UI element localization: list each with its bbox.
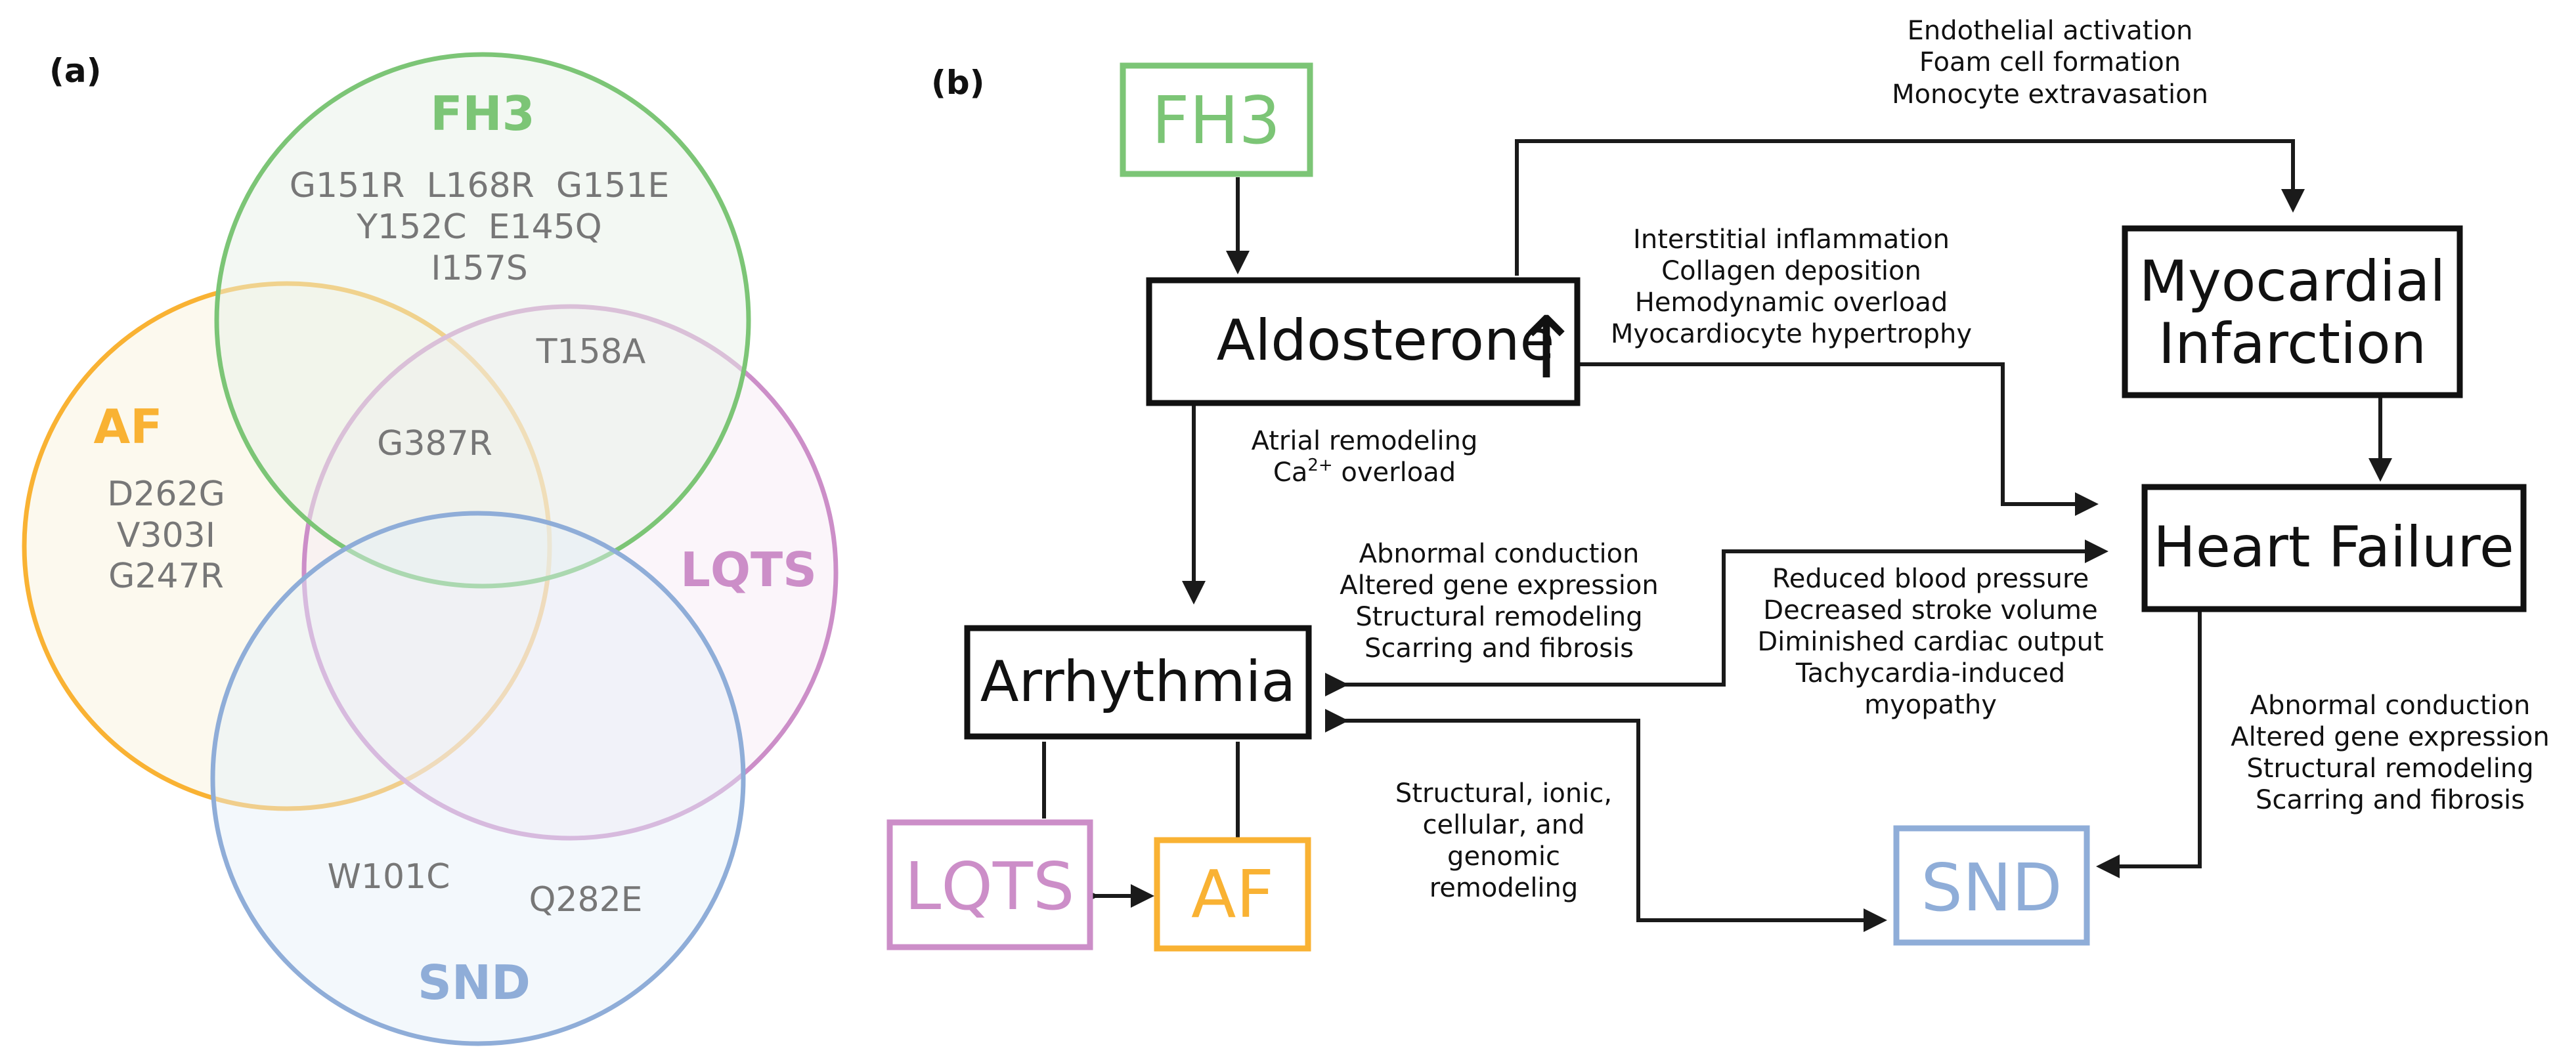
annotation-abnormal-left: Abnormal conduction Altered gene express… — [1340, 539, 1659, 664]
venn-title-fh3: FH3 — [430, 86, 535, 141]
annotation-line: Myocardiocyte hypertrophy — [1611, 319, 1972, 349]
panel-b-diagram: (b) FH3 Aldosterone ↑ Myocard — [886, 16, 2550, 952]
node-heart-failure: Heart Failure — [2141, 484, 2527, 612]
node-lqts: LQTS — [886, 819, 1093, 950]
mutation-text: Y152C E145Q — [356, 207, 601, 247]
node-fh3-label: FH3 — [1152, 82, 1280, 159]
node-arrhythmia-label: Arrhythmia — [980, 649, 1296, 715]
node-aldosterone: Aldosterone ↑ — [1146, 277, 1583, 406]
annotation-line: Interstitial inflammation — [1633, 224, 1950, 255]
annotation-line: Scarring and fibrosis — [2256, 785, 2525, 815]
annotation-endothelial: Endothelial activation Foam cell formati… — [1892, 16, 2208, 110]
annotation-line: Diminished cardiac output — [1757, 627, 2103, 657]
annotation-line: Structural remodeling — [1355, 602, 1642, 632]
arrow-aldosterone-mi — [1515, 139, 2305, 276]
panel-b-label: (b) — [931, 64, 985, 102]
connectors — [1042, 139, 2392, 932]
annotation-line: Scarring and fibrosis — [1364, 633, 1634, 664]
arrow-aldosterone-hf — [1577, 362, 2099, 516]
region-fh3-only: G151R L168R G151E Y152C E145Q I157S — [290, 166, 670, 288]
annotation-line: Structural, ionic, — [1395, 778, 1612, 809]
annotation-line: Decreased stroke volume — [1763, 595, 2097, 626]
annotation-line: Monocyte extravasation — [1892, 79, 2208, 110]
venn-circle-fh3 — [214, 52, 751, 589]
node-aldosterone-label: Aldosterone — [1217, 308, 1555, 373]
annotation-line: Hemodynamic overload — [1635, 287, 1948, 318]
annotation-atrial-remodeling: Atrial remodeling Ca2+ overload — [1252, 426, 1478, 488]
annotation-line: Endothelial activation — [1908, 16, 2193, 46]
annotation-line: Altered gene expression — [1340, 570, 1659, 601]
node-snd-label: SND — [1921, 849, 2062, 926]
venn-circle-snd — [210, 511, 746, 1046]
arrow-hf-snd — [2096, 612, 2202, 878]
annotation-line: Collagen deposition — [1661, 256, 1921, 286]
arrow-arrhythmia-hf-bidirectional — [1325, 540, 2108, 696]
region-af-only: D262G V303I G247R — [107, 475, 225, 596]
annotation-abnormal-right: Abnormal conduction Altered gene express… — [2231, 690, 2550, 815]
annotation-line: remodeling — [1430, 873, 1579, 903]
node-lqts-label: LQTS — [905, 848, 1075, 925]
annotation-line: Abnormal conduction — [1359, 539, 1640, 569]
node-mi-line1: Myocardial — [2139, 249, 2446, 314]
mutation-text: Q282E — [529, 880, 642, 920]
mutation-text: G387R — [377, 424, 492, 463]
annotation-line: Altered gene expression — [2231, 722, 2550, 752]
annotation-line: cellular, and — [1423, 810, 1585, 840]
panel-a-venn: (a) FH3 AF LQTS SND G151R L168R G151E Y1… — [22, 52, 839, 1046]
annotation-line: Foam cell formation — [1919, 47, 2181, 77]
node-heart-failure-label: Heart Failure — [2153, 515, 2514, 580]
annotation-reduced: Reduced blood pressure Decreased stroke … — [1757, 564, 2103, 720]
node-af: AF — [1154, 837, 1311, 952]
annotation-line: Abnormal conduction — [2250, 690, 2531, 721]
venn-title-lqts: LQTS — [680, 542, 817, 597]
mutation-text: V303I — [117, 516, 215, 555]
mutation-text: G247R — [108, 557, 224, 596]
mutation-text: T158A — [536, 332, 646, 372]
node-myocardial-infarction: Myocardial Infarction — [2122, 225, 2463, 398]
annotation-line: Tachycardia-induced — [1795, 658, 2065, 689]
venn-title-snd: SND — [418, 955, 531, 1010]
annotation-structural-ionic: Structural, ionic, cellular, and genomic… — [1395, 778, 1612, 903]
node-mi-line2: Infarction — [2158, 311, 2426, 377]
annotation-line: Atrial remodeling — [1252, 426, 1478, 456]
mutation-text: D262G — [107, 475, 225, 514]
annotation-line: Structural remodeling — [2246, 754, 2533, 784]
panel-a-label: (a) — [49, 52, 101, 90]
node-af-label: AF — [1191, 856, 1274, 933]
annotation-line: genomic — [1447, 841, 1560, 872]
annotation-line: Ca2+ overload — [1273, 456, 1456, 488]
annotation-line: myopathy — [1864, 690, 1997, 720]
annotation-line: Reduced blood pressure — [1772, 564, 2089, 594]
mutation-text: I157S — [431, 249, 528, 288]
annotation-interstitial: Interstitial inflammation Collagen depos… — [1611, 224, 1972, 349]
mutation-text: G151R L168R G151E — [290, 166, 670, 205]
venn-title-af: AF — [94, 399, 163, 454]
mutation-text: W101C — [328, 857, 450, 897]
node-snd: SND — [1893, 825, 2090, 946]
arrow-arrhythmia-snd-bidirectional — [1325, 709, 1887, 932]
node-arrhythmia: Arrhythmia — [964, 625, 1312, 740]
node-fh3: FH3 — [1120, 62, 1313, 177]
up-arrow-icon: ↑ — [1511, 298, 1583, 398]
